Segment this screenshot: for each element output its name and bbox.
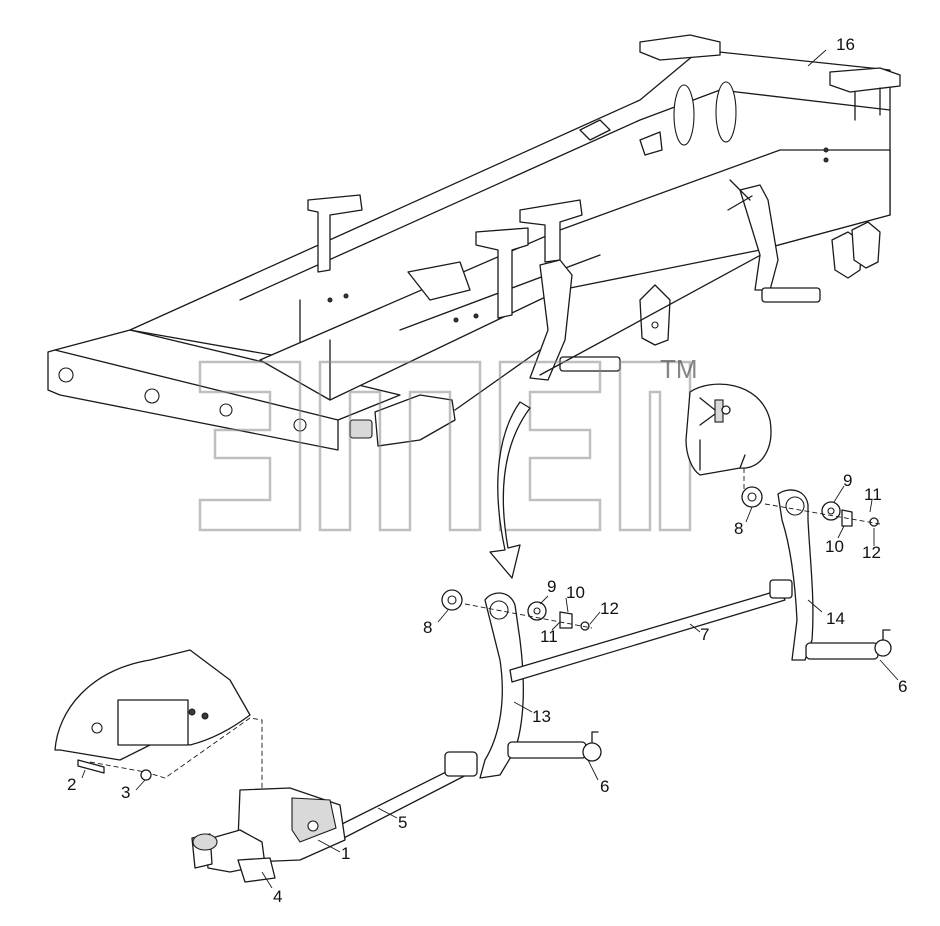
callout-labels: 16 1 2 3 4 5 6 6 7 8 8 9 9 10 10 11 11 1… [67,35,907,906]
watermark-logo: TM [198,354,698,532]
callout-10-right: 10 [825,537,844,556]
callout-9-left: 9 [547,577,556,596]
trademark-mark: TM [660,354,698,384]
callout-12-left: 12 [600,599,619,618]
callout-11-left: 11 [540,627,558,646]
callout-9-right: 9 [843,471,852,490]
callout-6-right: 6 [898,677,907,696]
idler-arm-13 [441,589,593,779]
callout-13: 13 [532,707,551,726]
leader-lines [81,49,899,889]
callout-14: 14 [826,609,845,628]
callout-5: 5 [398,813,407,832]
callout-10-left: 10 [566,583,585,602]
callout-6-left: 6 [600,777,609,796]
callout-1: 1 [341,844,350,863]
callout-16: 16 [836,35,855,54]
callout-8-left: 8 [423,618,432,637]
pivot-bracket-right [685,383,772,492]
drag-link-5 [329,751,478,843]
frame-steering-linkage [349,179,821,447]
steering-gear-1 [191,787,346,883]
callout-3: 3 [121,783,130,802]
callout-8-right: 8 [734,519,743,538]
callout-12-right: 12 [862,543,881,562]
gear-mounting-bracket [54,649,263,790]
callout-11-right: 11 [864,485,882,504]
detail-arrow [489,401,531,579]
idler-arm-14 [741,486,892,661]
chassis-frame [47,34,901,451]
callout-4: 4 [273,887,282,906]
callout-2: 2 [67,775,76,794]
tie-rod-7 [507,579,793,762]
callout-7: 7 [700,625,709,644]
